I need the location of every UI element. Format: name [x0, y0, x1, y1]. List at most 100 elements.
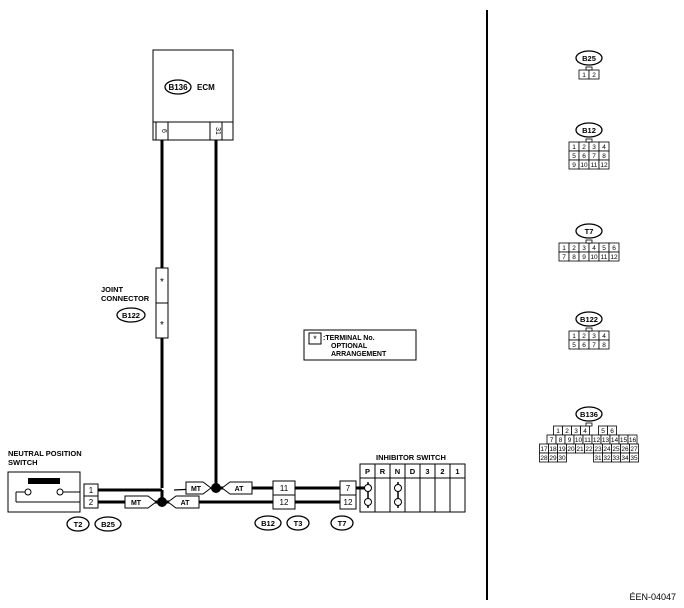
legend-star: * — [313, 334, 317, 344]
connector-pin: 19 — [558, 446, 566, 453]
inhibitor-position-label: N — [395, 467, 400, 476]
inhibitor-tag-t7: T7 — [338, 519, 347, 528]
connector-pin: 8 — [602, 153, 606, 160]
joint-connector-tag: B122 — [122, 311, 140, 320]
ecm-box: 6 31 B136 ECM — [152, 49, 234, 141]
legend-line1: :TERMINAL No. — [323, 335, 375, 342]
connector-pin: 28 — [540, 455, 548, 462]
neutral-position-switch: NEUTRAL POSITION SWITCH 1 2 T2 B25 — [7, 449, 122, 532]
junction-right — [211, 483, 221, 493]
connector-pin: 11 — [584, 437, 591, 444]
connector-pin: 1 — [582, 72, 586, 79]
connector-pin: 1 — [572, 333, 576, 340]
connector-pin: 2 — [592, 72, 596, 79]
connector-pin: 21 — [576, 446, 584, 453]
connector-pin: 6 — [612, 245, 616, 252]
connector-pin: 31 — [594, 455, 602, 462]
connector-pin: 10 — [580, 162, 588, 169]
ecm-pin-31: 31 — [214, 127, 221, 135]
connector-pin: 20 — [567, 446, 575, 453]
connector-pin: 2 — [572, 245, 576, 252]
connector-pin: 12 — [610, 254, 618, 261]
joint-label-line1: JOINT — [101, 285, 124, 294]
connector-pin: 3 — [592, 333, 596, 340]
at-tag-lower: AT — [181, 500, 191, 507]
connector-pin: 9 — [572, 162, 576, 169]
connector-pin: 4 — [602, 333, 606, 340]
inhibitor-pin-7: 7 — [346, 484, 351, 493]
joint-label-line2: CONNECTOR — [101, 294, 150, 303]
connector-pin: 3 — [574, 428, 578, 435]
connector-pin: 30 — [558, 455, 566, 462]
connector-pin: 7 — [550, 437, 554, 444]
inhibitor-pin-12: 12 — [344, 498, 353, 507]
connector-view-label: B136 — [580, 410, 598, 419]
connector-pin: 32 — [603, 455, 611, 462]
connector-view-label: B122 — [580, 315, 598, 324]
connector-pin: 7 — [592, 342, 596, 349]
inhibitor-position-label: 1 — [455, 467, 459, 476]
connector-pin: 8 — [559, 437, 563, 444]
connector-pin: 5 — [601, 428, 605, 435]
neutral-pin-1: 1 — [89, 486, 94, 495]
legend-line3: ARRANGEMENT — [331, 351, 387, 358]
junction-left — [157, 497, 167, 507]
connector-pin: 2 — [565, 428, 569, 435]
connector-pin: 5 — [572, 153, 576, 160]
connector-pin: 18 — [549, 446, 557, 453]
connector-pin: 7 — [562, 254, 566, 261]
neutral-pin-2: 2 — [89, 498, 94, 507]
mid-pin-12: 12 — [280, 498, 289, 507]
connector-pin: 8 — [602, 342, 606, 349]
connector-pin: 16 — [629, 437, 637, 444]
joint-star-1: * — [160, 277, 164, 288]
connector-pin: 33 — [612, 455, 620, 462]
connector-view-label: B25 — [582, 54, 596, 63]
connector-pin: 17 — [540, 446, 548, 453]
neutral-label-line1: NEUTRAL POSITION — [8, 449, 82, 458]
connector-pin: 12 — [600, 162, 608, 169]
connector-pin: 27 — [630, 446, 638, 453]
connector-pin: 24 — [603, 446, 611, 453]
neutral-label-line2: SWITCH — [8, 458, 38, 467]
mt-tag-upper: MT — [191, 486, 202, 493]
connector-pin: 26 — [621, 446, 629, 453]
connector-pin: 1 — [562, 245, 566, 252]
connector-pin: 10 — [590, 254, 598, 261]
connector-pin: 1 — [572, 144, 576, 151]
connector-pin: 6 — [610, 428, 614, 435]
connector-pin: 2 — [582, 333, 586, 340]
footer-code: ÉEN-04047 — [629, 592, 676, 602]
mt-tag-lower: MT — [131, 500, 142, 507]
arrow-tags: MT AT MT AT — [124, 481, 253, 509]
connector-pin: 34 — [621, 455, 629, 462]
connector-pin: 1 — [556, 428, 560, 435]
connector-pin: 23 — [594, 446, 602, 453]
inhibitor-position-label: D — [410, 467, 416, 476]
connector-pin: 7 — [592, 153, 596, 160]
connector-pin: 25 — [612, 446, 620, 453]
connector-pin: 35 — [630, 455, 638, 462]
inhibitor-title: INHIBITOR SWITCH — [376, 453, 446, 462]
inhibitor-position-label: 2 — [440, 467, 444, 476]
neutral-tag-t2: T2 — [74, 520, 83, 529]
at-tag-upper: AT — [235, 486, 245, 493]
connector-pin: 4 — [583, 428, 587, 435]
connector-pin: 22 — [585, 446, 593, 453]
connector-pin: 14 — [611, 437, 619, 444]
joint-connector: * * JOINT CONNECTOR B122 — [101, 267, 169, 339]
connector-pin: 11 — [591, 162, 598, 169]
connector-pin: 9 — [582, 254, 586, 261]
connector-pin: 10 — [575, 437, 583, 444]
connector-pin: 3 — [582, 245, 586, 252]
connector-pin: 6 — [582, 342, 586, 349]
connector-pin: 5 — [602, 245, 606, 252]
connector-pin: 13 — [602, 437, 610, 444]
